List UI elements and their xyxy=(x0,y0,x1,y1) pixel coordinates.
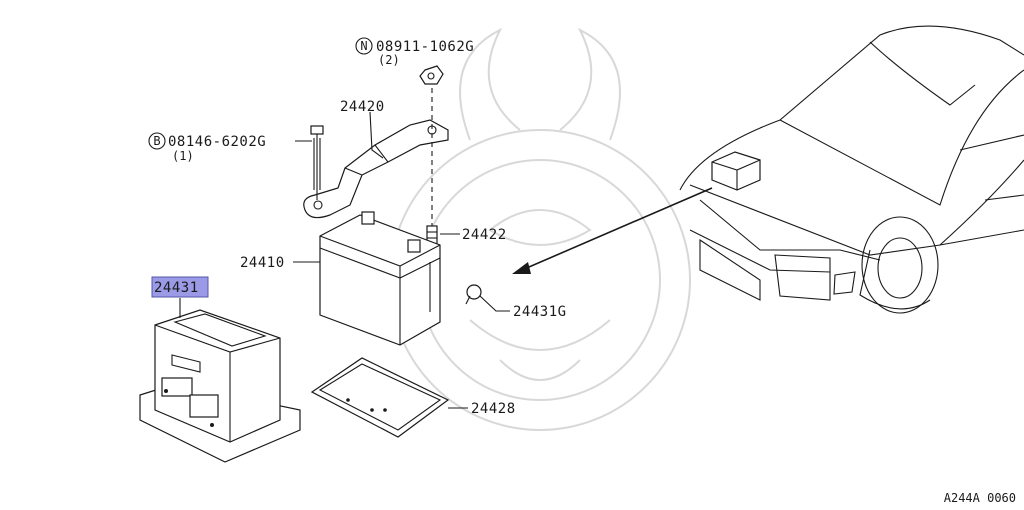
leader-lines xyxy=(179,111,510,409)
bolt-part xyxy=(310,125,324,200)
bolt-prefix: B xyxy=(153,134,160,148)
nut-callout[interactable]: N 08911-1062G (2) xyxy=(355,37,474,67)
location-arrow xyxy=(512,187,713,274)
clip-part xyxy=(465,284,482,305)
diagram-code: A244A 0060 xyxy=(944,491,1016,505)
label-cover[interactable]: 24431 xyxy=(154,280,199,296)
label-clip[interactable]: 24431G xyxy=(513,304,567,320)
nut-part-number: 08911-1062G xyxy=(376,39,474,55)
bolt-callout[interactable]: B 08146-6202G (1) xyxy=(148,132,266,163)
bolt-part-number: 08146-6202G xyxy=(168,134,266,150)
tray-part xyxy=(310,357,450,438)
nut-prefix: N xyxy=(360,39,367,53)
label-frame[interactable]: 24420 xyxy=(340,99,385,115)
frame-part xyxy=(303,119,449,219)
watermark-emblem xyxy=(389,27,691,431)
battery-part xyxy=(319,211,441,346)
label-rod[interactable]: 24422 xyxy=(462,227,507,243)
cover-part xyxy=(139,309,301,463)
bolt-qty: (1) xyxy=(172,149,194,163)
label-battery[interactable]: 24410 xyxy=(240,255,285,271)
nut-part xyxy=(419,65,444,228)
car-illustration xyxy=(679,25,1024,314)
nut-qty: (2) xyxy=(378,53,400,67)
selected-part-highlight xyxy=(151,276,209,298)
label-tray[interactable]: 24428 xyxy=(471,401,516,417)
